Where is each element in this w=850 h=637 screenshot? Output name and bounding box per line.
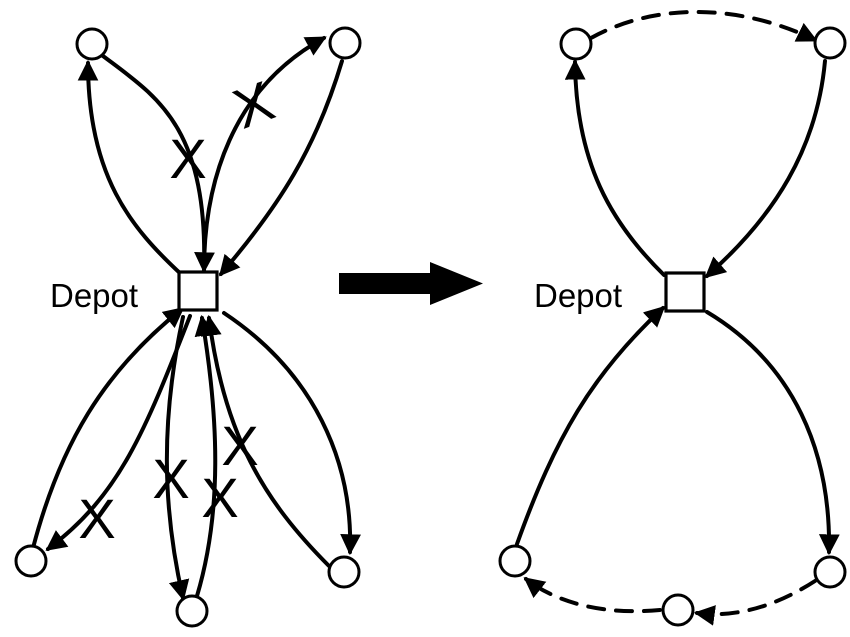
- left-edge-depot-to-bottom-middle: [164, 315, 190, 602]
- left-edge-bottom-left-to-depot: [31, 307, 185, 550]
- left-edge-depot-to-bottom-right: [222, 311, 361, 556]
- customer-node-bottom-left: [14, 544, 48, 578]
- customer-node-top-left: [559, 27, 593, 61]
- left-panel: X X X X X X Depot: [14, 26, 362, 628]
- left-edge-bottom-right-to-depot: [200, 314, 331, 568]
- right-arrow-icon: [339, 262, 483, 305]
- left-edge-depot-to-top-left: [77, 59, 184, 277]
- right-edge-top-right-to-depot: [704, 59, 827, 279]
- right-dashed-edge-top-left-to-top-right: [589, 10, 818, 42]
- depot-node: [664, 271, 706, 313]
- right-edge-depot-to-top-left: [564, 58, 666, 277]
- customer-node-top-left: [75, 27, 109, 61]
- right-edge-depot-to-bottom-right: [705, 310, 840, 556]
- depot-label: Depot: [534, 277, 622, 314]
- left-edge-top-left-to-depot: [101, 54, 215, 274]
- customer-node-bottom-left: [498, 544, 532, 578]
- depot-label: Depot: [50, 277, 138, 314]
- removed-edge-mark: X: [201, 466, 238, 529]
- customer-node-bottom-middle: [175, 594, 209, 628]
- removed-edge-mark: X: [152, 447, 189, 510]
- customer-node-top-right: [813, 26, 847, 60]
- right-dashed-edge-bottom-middle-to-bottom-left: [523, 577, 662, 614]
- removed-edge-mark: X: [169, 127, 206, 190]
- removed-edge-mark: X: [78, 487, 115, 550]
- right-panel: Depot: [498, 10, 847, 627]
- left-edge-top-right-to-depot: [218, 59, 344, 277]
- removed-edge-mark: X: [221, 414, 258, 477]
- customer-node-bottom-middle: [661, 593, 695, 627]
- customer-node-bottom-right: [813, 555, 847, 589]
- right-dashed-edge-bottom-right-to-bottom-middle: [693, 579, 817, 626]
- right-edge-bottom-left-to-depot: [515, 305, 666, 546]
- left-edge-bottom-middle-to-depot: [194, 314, 218, 598]
- customer-node-top-right: [328, 26, 362, 60]
- left-edge-depot-to-top-right: [202, 36, 327, 273]
- depot-node: [177, 270, 219, 312]
- customer-node-bottom-right: [327, 555, 361, 589]
